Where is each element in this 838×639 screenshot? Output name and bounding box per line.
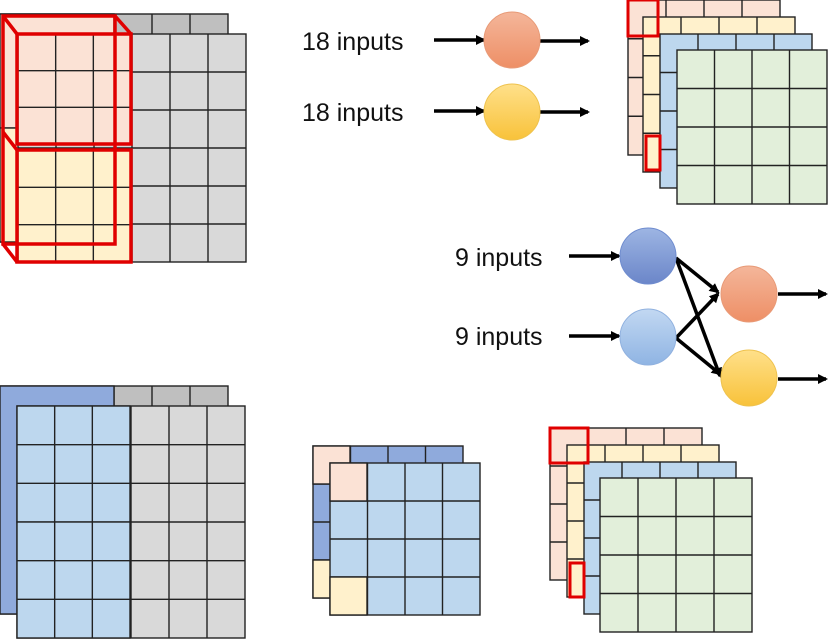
label-18-inputs-bottom: 18 inputs [302, 99, 403, 127]
top-left-window-frames [1, 14, 133, 264]
label-9-inputs-bottom: 9 inputs [455, 323, 543, 351]
top-arrows [434, 35, 590, 117]
light-blue-neuron-node [619, 308, 677, 366]
top-left-peach-window [17, 33, 132, 145]
middle-arrows [569, 251, 828, 384]
arrow-light-blue-to-yellow [674, 336, 722, 376]
arrow-light-blue-to-orange [674, 292, 720, 340]
top-feature-map-window-marks [626, 0, 662, 172]
bottom-feature-map-window-marks [548, 426, 590, 599]
arrow-dark-blue-to-orange [674, 256, 720, 294]
yellow-neuron-node [483, 83, 541, 141]
bottom-middle-front-peach-cell [329, 462, 368, 502]
bottom-left-blue-window-bottom [16, 521, 131, 639]
label-18-inputs-top: 18 inputs [302, 28, 403, 56]
dark-blue-neuron-node [619, 227, 677, 285]
label-9-inputs-top: 9 inputs [455, 244, 543, 272]
top-feature-map-green [676, 49, 828, 205]
bottom-middle-front-cream-cell [329, 576, 368, 616]
bottom-left-blue-window-top [16, 405, 131, 523]
orange-neuron-node-mid [720, 265, 778, 323]
orange-neuron-node [483, 11, 541, 69]
bottom-feature-map-green [599, 477, 753, 633]
yellow-neuron-node-mid [720, 349, 778, 407]
